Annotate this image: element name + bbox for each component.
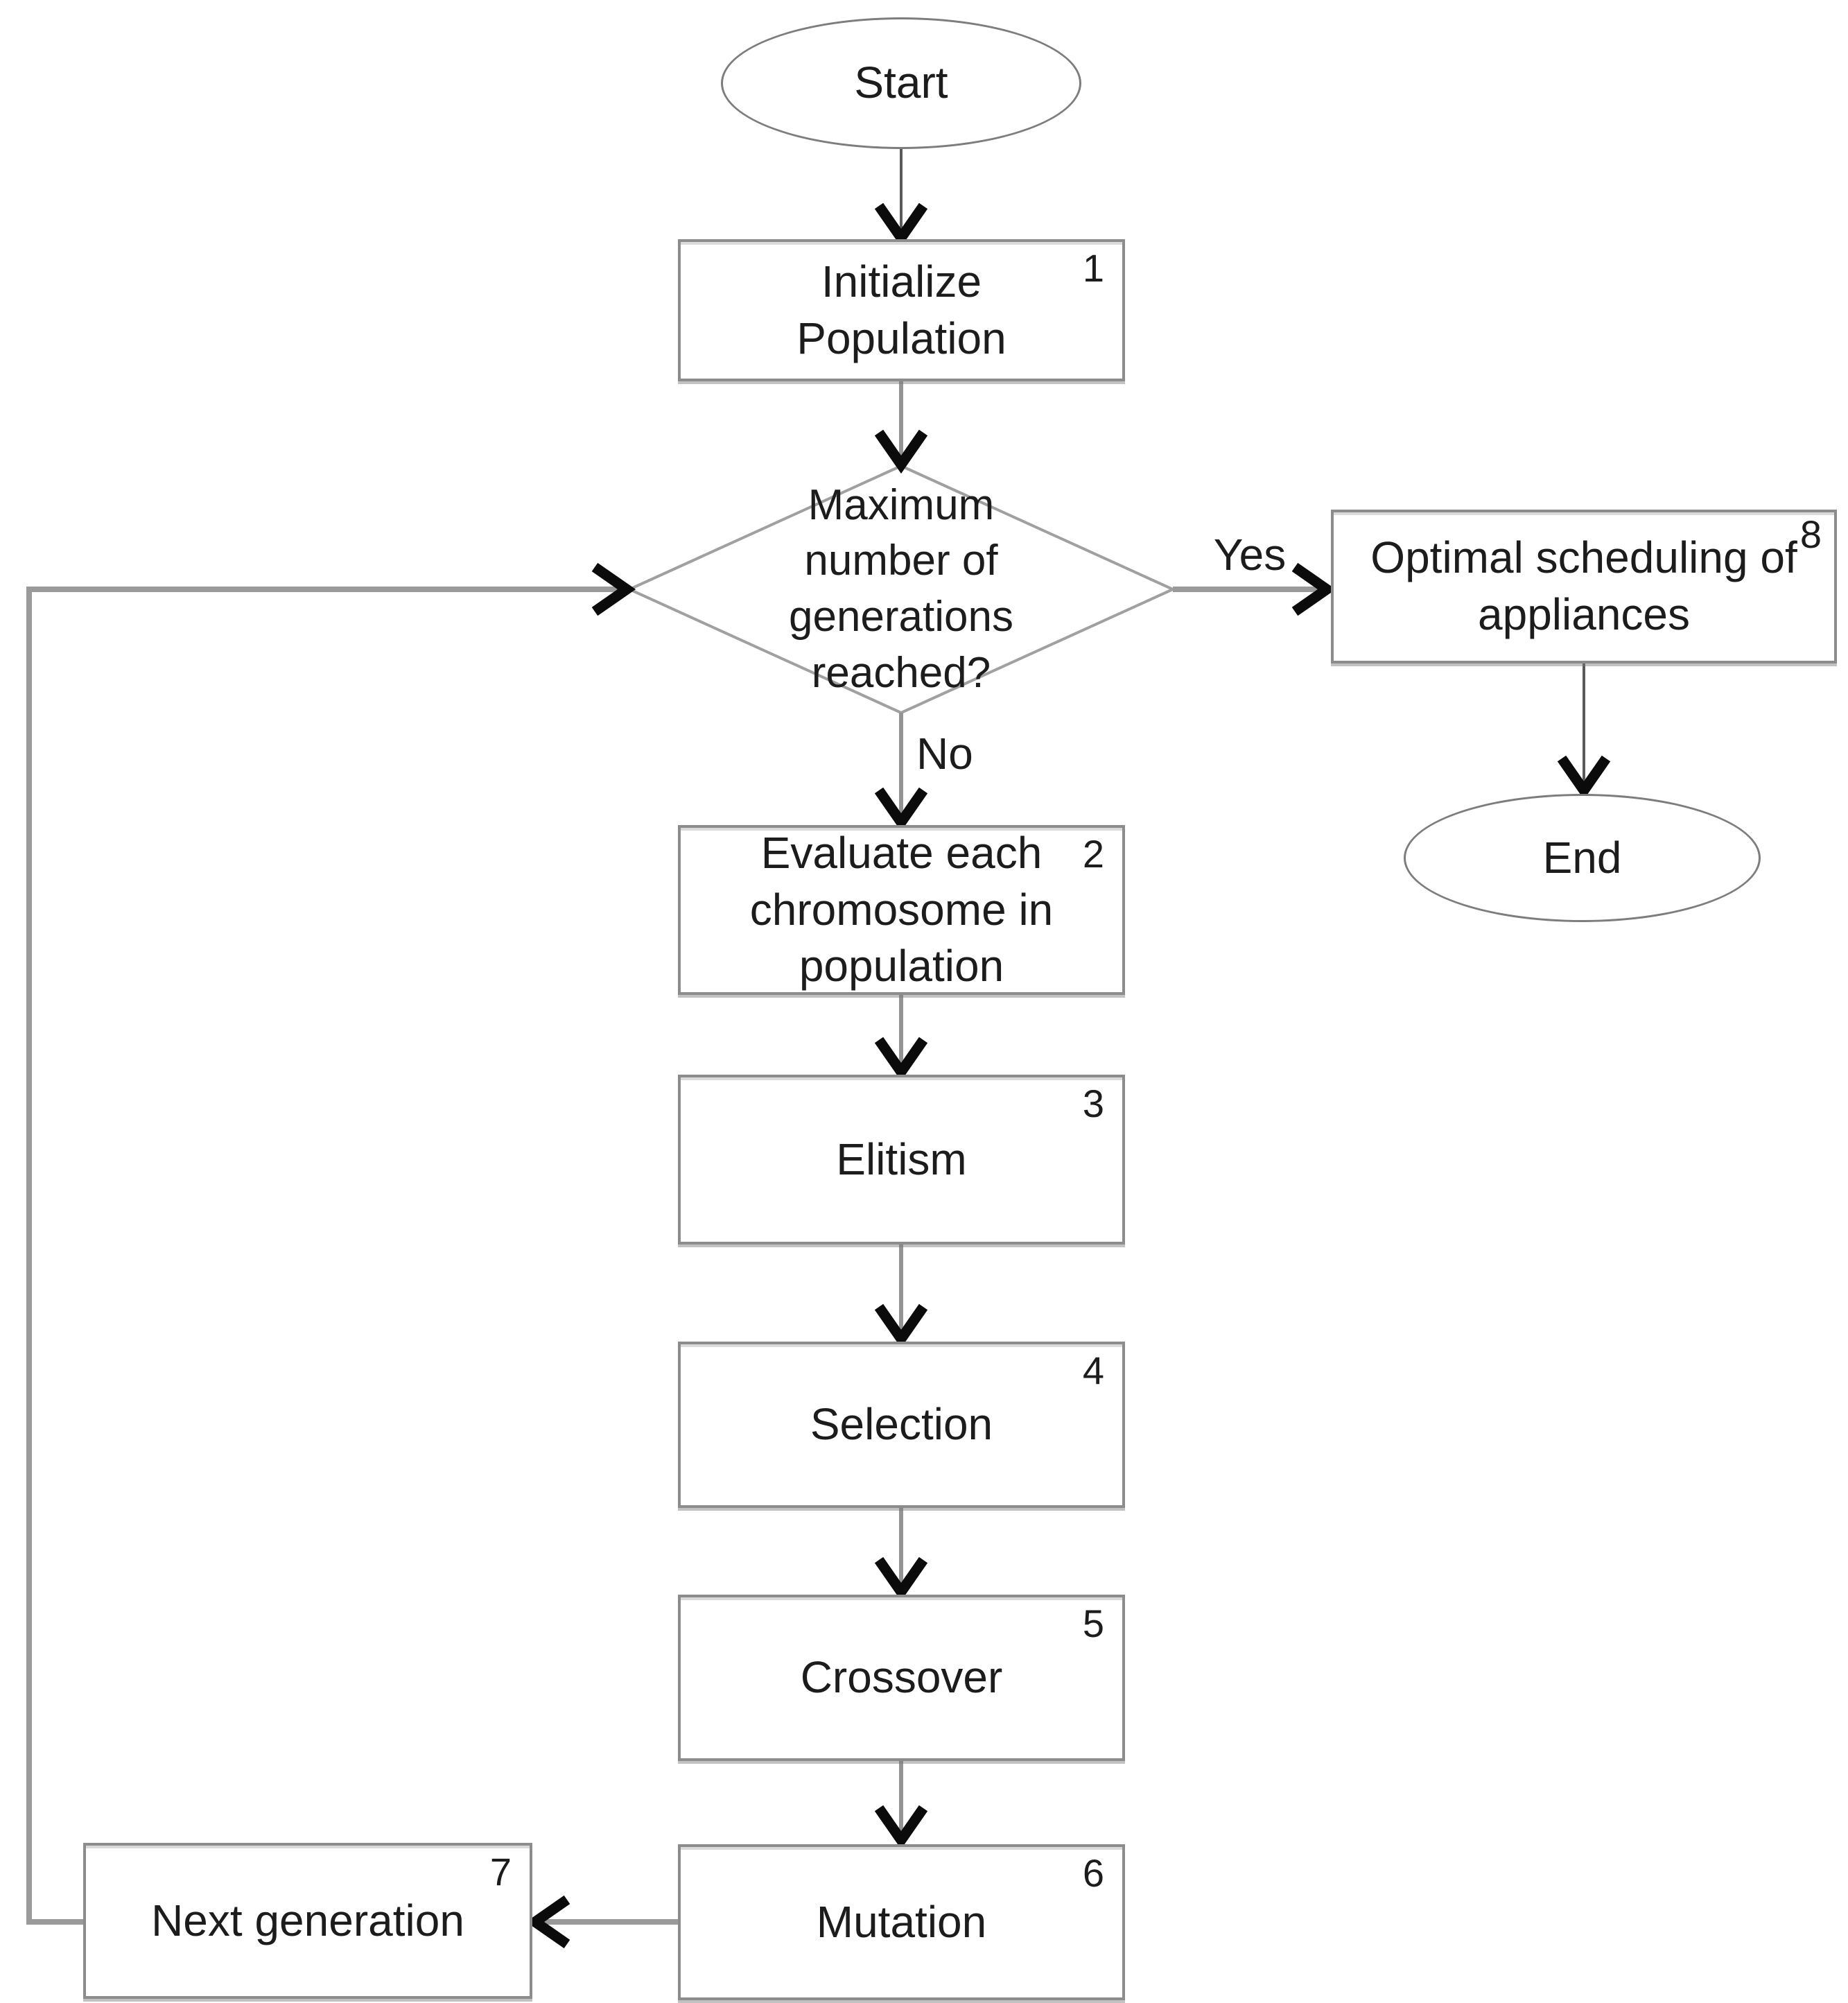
selection-box: Selection 4 [678,1342,1125,1508]
next-generation-label: Next generation [151,1895,464,1945]
arrowhead-down-into-end [1557,755,1611,800]
arrowhead-down-into-initialize [874,202,928,248]
edge-nextgen-decision-loop [26,587,621,1925]
initialize-population-box: Initialize Population 1 [678,239,1125,381]
end-terminator: End [1404,794,1761,922]
start-terminator: Start [721,17,1081,149]
crossover-label: Crossover [800,1652,1003,1703]
elitism-box: Elitism 3 [678,1075,1125,1245]
arrowhead-down-into-decision [874,429,928,474]
initialize-population-label: Initialize Population [796,256,1006,363]
mutation-label: Mutation [816,1896,987,1947]
optimal-scheduling-label: Optimal scheduling of appliances [1370,532,1797,639]
optimal-scheduling-box: Optimal scheduling of appliances 8 [1331,510,1837,664]
selection-label: Selection [810,1399,993,1450]
step-number-1: 1 [1082,246,1104,290]
evaluate-chromosome-label: Evaluate each chromosome in population [749,827,1054,991]
step-number-2: 2 [1082,832,1104,876]
elitism-label: Elitism [836,1134,967,1184]
start-label: Start [854,58,948,108]
end-label: End [1542,832,1622,883]
step-number-7: 7 [489,1850,512,1893]
crossover-box: Crossover 5 [678,1595,1125,1761]
step-number-8: 8 [1799,512,1822,556]
arrowhead-down-into-mutation [874,1805,928,1850]
arrowhead-right-into-decision [591,562,636,616]
step-number-6: 6 [1082,1851,1104,1895]
arrowhead-left-into-nextgen [525,1895,570,1949]
step-number-4: 4 [1082,1349,1104,1392]
yes-edge-label: Yes [1213,530,1287,580]
step-number-5: 5 [1082,1602,1104,1645]
arrowhead-down-into-elitism [874,1037,928,1082]
arrowhead-right-into-optimal [1291,562,1336,616]
evaluate-chromosome-box: Evaluate each chromosome in population 2 [678,825,1125,995]
step-number-3: 3 [1082,1082,1104,1125]
mutation-box: Mutation 6 [678,1844,1125,2000]
arrowhead-down-into-evaluate [874,787,928,832]
arrowhead-down-into-selection [874,1303,928,1349]
no-edge-label: No [916,729,973,779]
decision-diamond-label: Maximum number of generations reached? [788,480,1014,697]
next-generation-box: Next generation 7 [83,1843,532,1999]
arrowhead-down-into-crossover [874,1557,928,1602]
